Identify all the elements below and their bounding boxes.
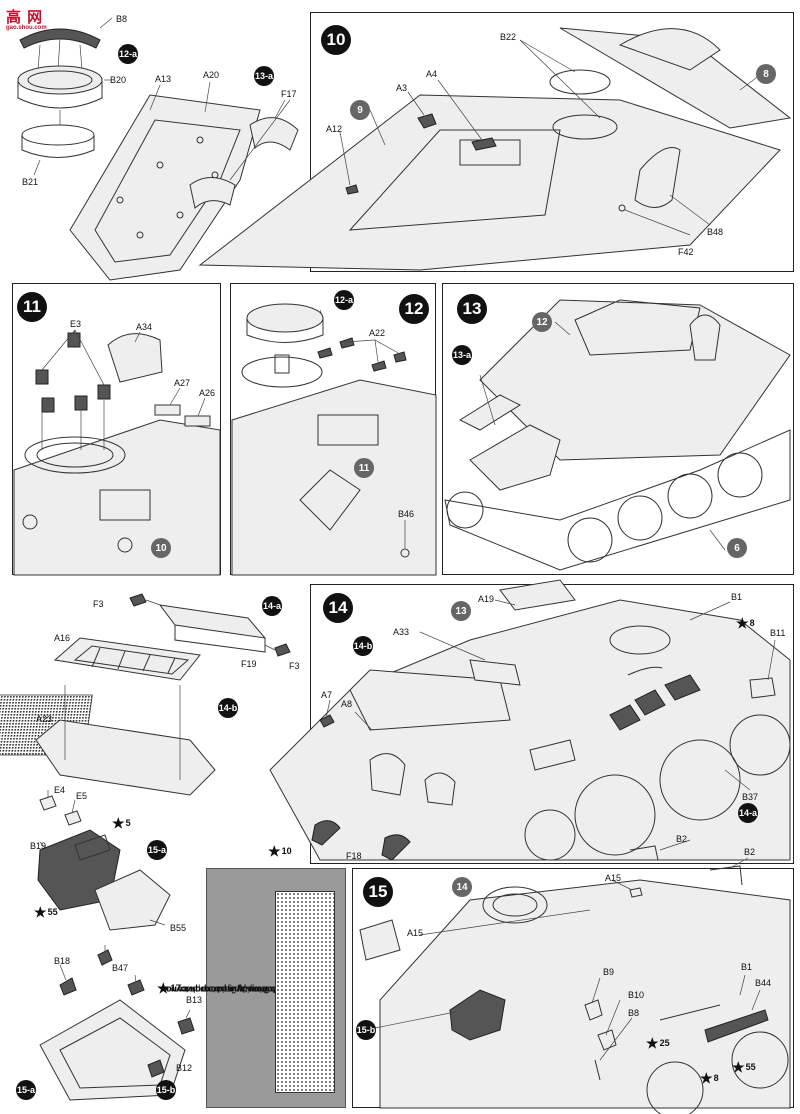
step-number: 12	[399, 294, 429, 324]
part-label: A26	[199, 388, 216, 398]
part-label: B1	[731, 592, 743, 602]
sub-step-badge: 15-b	[356, 1020, 376, 1040]
part-label: B47	[112, 963, 129, 973]
ref-step-circle: 12	[532, 312, 552, 332]
part-label: B2	[744, 847, 756, 857]
sub-step-badge: 13-a	[254, 66, 274, 86]
part-label: B13	[186, 995, 203, 1005]
part-label: A23	[36, 714, 53, 724]
part-label: B18	[54, 956, 71, 966]
step-number: 10	[321, 25, 351, 55]
part-label: A7	[321, 690, 333, 700]
part-label: F3	[289, 661, 300, 671]
part-label: A27	[174, 378, 191, 388]
part-label: B48	[707, 227, 724, 237]
star-reference: ★8	[736, 615, 755, 631]
star-reference: ★8	[700, 1070, 719, 1086]
part-label: B12	[176, 1063, 193, 1073]
part-label: B19	[30, 841, 47, 851]
part-label: B1	[741, 962, 753, 972]
step-number: 14	[323, 593, 353, 623]
part-label: A16	[54, 633, 71, 643]
part-label: A3	[396, 83, 408, 93]
part-label: A33	[393, 627, 410, 637]
ref-step-circle: 8	[756, 64, 776, 84]
part-label: B46	[398, 509, 415, 519]
star-reference: ★55	[732, 1059, 756, 1075]
watermark-logo: 高 网 gao.shou.com	[6, 6, 47, 31]
sub-step-badge: 15-a	[147, 840, 167, 860]
logo-text: 高 网	[6, 9, 44, 26]
sub-step-badge: 14-b	[218, 698, 238, 718]
part-label: E4	[54, 785, 66, 795]
part-label: B9	[603, 967, 615, 977]
ref-step-circle: 13	[451, 601, 471, 621]
step-number: 13	[457, 294, 487, 324]
sub-step-badge: 12-a	[334, 290, 354, 310]
part-label: B10	[628, 990, 645, 1000]
part-label: F17	[281, 89, 297, 99]
part-label: B20	[110, 75, 127, 85]
part-label: E5	[76, 791, 88, 801]
sub-step-badge: 14-a	[262, 596, 282, 616]
grid-template-panel: Используйте этот рисунок как шаблон для …	[162, 868, 346, 1108]
part-label: A12	[326, 124, 343, 134]
part-label: F18	[346, 851, 362, 861]
part-label: B55	[170, 923, 187, 933]
part-label: B44	[755, 978, 772, 988]
part-label: A15	[605, 873, 622, 883]
ref-step-circle: 14	[452, 877, 472, 897]
sub-step-badge: 14-a	[738, 803, 758, 823]
step-number: 15	[363, 877, 393, 907]
grid-cutting-template	[275, 891, 335, 1093]
part-label: A34	[136, 322, 153, 332]
part-label: B22	[500, 32, 517, 42]
part-label: F3	[93, 599, 104, 609]
star-reference: ★17	[157, 980, 181, 996]
sub-step-badge: 15-b	[156, 1080, 176, 1100]
part-label: B8	[116, 14, 128, 24]
part-label: A13	[155, 74, 172, 84]
star-reference: ★10	[268, 843, 292, 859]
part-label: A22	[369, 328, 386, 338]
part-label: B2	[676, 834, 688, 844]
part-label: A20	[203, 70, 220, 80]
star-reference: ★5	[112, 815, 131, 831]
part-label: A15	[407, 928, 424, 938]
part-label: B11	[770, 628, 786, 638]
part-label: E3	[70, 319, 82, 329]
part-label: A4	[426, 69, 438, 79]
logo-url: gao.shou.com	[6, 25, 47, 31]
ref-step-circle: 6	[727, 538, 747, 558]
part-label: B37	[742, 792, 759, 802]
ref-step-circle: 11	[354, 458, 374, 478]
part-label: A8	[341, 699, 353, 709]
part-label: A19	[478, 594, 495, 604]
sub-step-badge: 12-a	[118, 44, 138, 64]
star-reference: ★55	[34, 904, 58, 920]
sub-step-badge: 14-b	[353, 636, 373, 656]
part-label: B8	[628, 1008, 640, 1018]
ref-step-circle: 10	[151, 538, 171, 558]
star-reference: ★25	[646, 1035, 670, 1051]
sub-step-badge: 13-a	[452, 345, 472, 365]
step-number: 11	[17, 292, 47, 322]
part-label: F42	[678, 247, 694, 257]
part-label: B21	[22, 177, 39, 187]
part-label: F19	[241, 659, 257, 669]
ref-step-circle: 9	[350, 100, 370, 120]
sub-step-badge: 15-a	[16, 1080, 36, 1100]
